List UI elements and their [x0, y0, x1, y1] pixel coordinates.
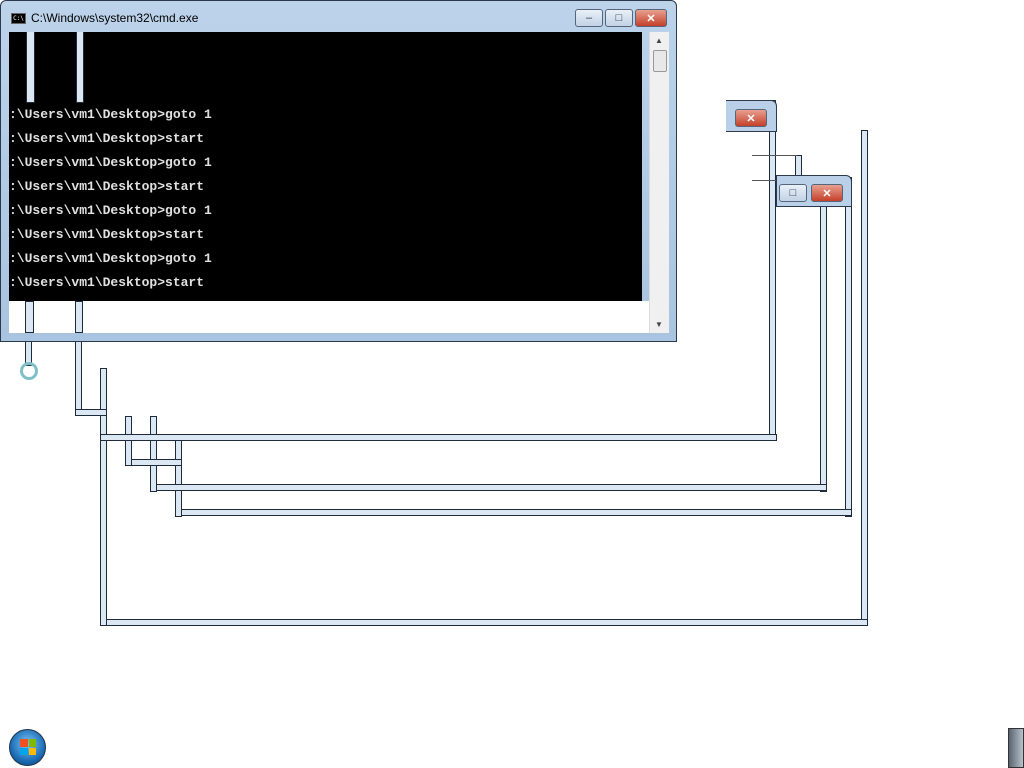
- cmd-window: C:\ C:\Windows\system32\cmd.exe – □ ✕ :\…: [0, 0, 677, 342]
- scroll-up-icon[interactable]: ▲: [655, 36, 663, 45]
- ghost-edge: [100, 368, 107, 626]
- ghost-titlebar: □ ✕: [776, 175, 852, 207]
- ghost-orb: [20, 362, 38, 380]
- ghost-edge: [125, 459, 182, 466]
- console-line: :\Users\vm1\Desktop>start: [9, 275, 205, 290]
- console-line: :\Users\vm1\Desktop>start: [9, 227, 205, 242]
- ghost-edge: [25, 301, 34, 333]
- ghost-edge: [175, 440, 182, 517]
- ghost-line: [752, 155, 797, 156]
- ghost-edge: [100, 434, 777, 441]
- ghost-edge: [820, 180, 827, 492]
- window-title-text: C:\Windows\system32\cmd.exe: [31, 11, 199, 25]
- ghost-maximize-button[interactable]: □: [779, 184, 807, 202]
- ghost-edge: [75, 340, 82, 416]
- show-desktop-button[interactable]: [1008, 728, 1024, 768]
- ghost-edge: [150, 484, 827, 491]
- console-line: :\Users\vm1\Desktop>start: [9, 131, 205, 146]
- console-line: :\Users\vm1\Desktop>goto 1: [9, 251, 212, 266]
- console-line: :\Users\vm1\Desktop>goto 1: [9, 203, 212, 218]
- scroll-thumb[interactable]: [653, 50, 667, 72]
- ghost-titlebar: ✕: [726, 100, 777, 132]
- ghost-edge: [845, 177, 852, 517]
- ghost-edge: [26, 32, 35, 103]
- console-line: :\Users\vm1\Desktop>goto 1: [9, 107, 212, 122]
- ghost-edge: [75, 409, 107, 416]
- ghost-edge: [76, 32, 84, 103]
- ghost-close-button[interactable]: ✕: [735, 109, 767, 127]
- minimize-button[interactable]: –: [575, 9, 603, 27]
- ghost-edge: [75, 301, 83, 333]
- vertical-scrollbar[interactable]: ▲ ▼: [649, 32, 669, 333]
- ghost-edge: [150, 416, 157, 492]
- scroll-down-icon[interactable]: ▼: [655, 320, 663, 329]
- window-title: C:\ C:\Windows\system32\cmd.exe: [11, 11, 198, 25]
- ghost-edge: [861, 130, 868, 626]
- start-button[interactable]: [9, 729, 46, 766]
- console-empty-area: [9, 301, 649, 333]
- ghost-edge: [769, 100, 776, 441]
- console-line: :\Users\vm1\Desktop>goto 1: [9, 155, 212, 170]
- maximize-button[interactable]: □: [605, 9, 633, 27]
- ghost-edge: [175, 509, 852, 516]
- ghost-close-button[interactable]: ✕: [811, 184, 843, 202]
- console-line: :\Users\vm1\Desktop>start: [9, 179, 205, 194]
- ghost-edge: [125, 416, 132, 466]
- console-output[interactable]: :\Users\vm1\Desktop>goto 1 :\Users\vm1\D…: [9, 32, 642, 301]
- windows-logo-icon: [20, 739, 36, 755]
- cmd-icon: C:\: [11, 12, 26, 24]
- close-button[interactable]: ✕: [635, 9, 667, 27]
- ghost-edge: [100, 619, 868, 626]
